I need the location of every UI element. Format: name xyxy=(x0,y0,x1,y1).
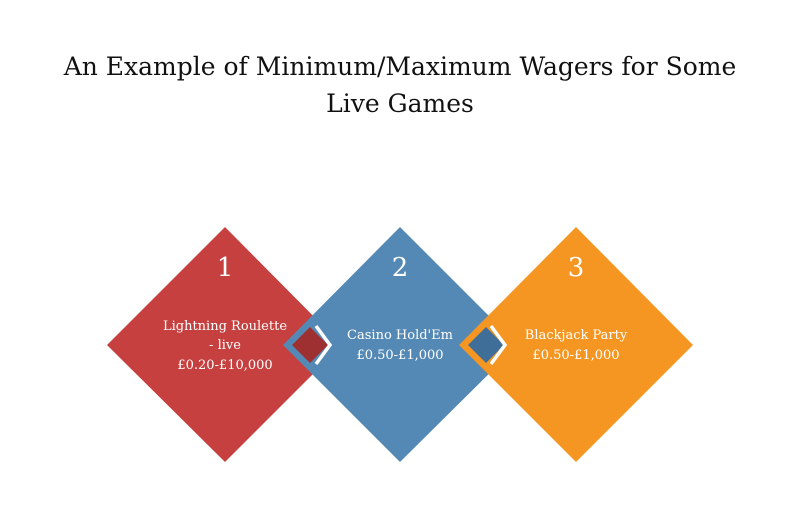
diagram-title: An Example of Minimum/Maximum Wagers for… xyxy=(63,52,737,118)
step-3-diamond xyxy=(459,227,693,462)
step-2-label-line1: Casino Hold'Em xyxy=(347,328,453,343)
chevron-right-icon xyxy=(314,324,333,366)
connector-1 xyxy=(292,324,333,366)
step-2-diamond xyxy=(283,227,518,462)
step-1-number: 1 xyxy=(217,253,234,283)
connector-2 xyxy=(468,324,508,366)
connector-2-notch xyxy=(468,327,504,363)
step-1-label-line1: Lightning Roulette xyxy=(163,319,287,334)
chevron-right-icon xyxy=(489,324,508,366)
step-1-diamond xyxy=(107,227,342,462)
step-3-label-line1: Blackjack Party xyxy=(525,328,628,343)
step-1-label-line2: - live xyxy=(209,338,241,353)
step-3-number: 3 xyxy=(568,253,585,283)
step-1-wager-range: £0.20-£10,000 xyxy=(177,358,272,373)
step-3-wager-range: £0.50-£1,000 xyxy=(532,348,619,363)
connector-1-notch xyxy=(292,327,328,363)
step-2-wager-range: £0.50-£1,000 xyxy=(356,348,443,363)
step-2-number: 2 xyxy=(392,253,409,283)
